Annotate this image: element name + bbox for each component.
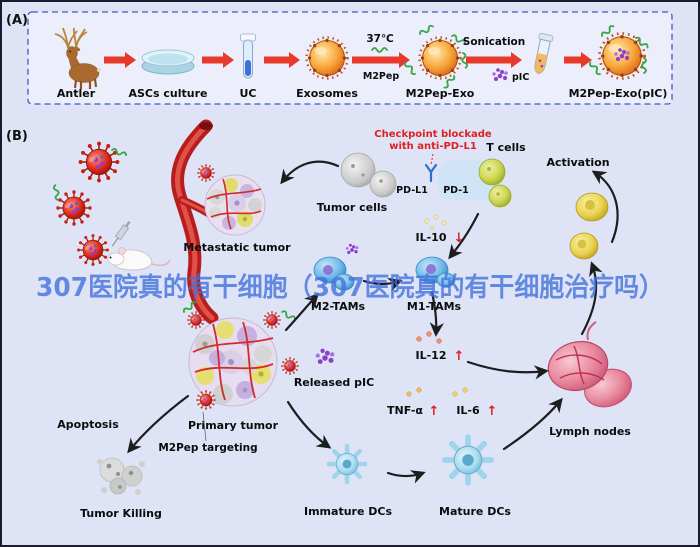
panel-b: (B): [6, 119, 632, 520]
arrow-uc-to-exosomes: [264, 52, 300, 68]
panel-a-tag: (A): [6, 13, 28, 28]
m2pep-targeting-label: M2Pep targeting: [158, 442, 257, 454]
arrow-tcells-to-m1: [448, 212, 480, 260]
checkpoint-label-line2: with anti-PD-L1: [389, 141, 477, 152]
il6-cytokine-dots: [452, 387, 468, 397]
arrow-apoptosis: [127, 394, 190, 454]
tumor-cells-illustration: [340, 152, 397, 198]
petri-dish-illustration: [141, 49, 195, 75]
metastatic-tumor-illustration: [204, 174, 266, 236]
il6-up-arrow: ↑: [487, 404, 498, 419]
checkpoint-pointer-line: [430, 153, 434, 166]
tnf-label: TNF-α: [387, 404, 423, 417]
released-pic-label: Released pIC: [294, 376, 374, 389]
tumor-killing-label: Tumor Killing: [80, 507, 162, 520]
mature-dc-illustration: [445, 437, 491, 483]
targeting-pointer-line: [202, 411, 207, 442]
arrow-tumor-to-m2: [284, 292, 319, 332]
flow-arrows: [127, 160, 619, 484]
tnf-up-arrow: ↑: [429, 404, 440, 419]
m2-tams-label: M2-TAMs: [311, 300, 366, 313]
temperature-label: 37℃: [366, 33, 393, 45]
arrow-tumor-to-immaturedc: [286, 400, 332, 449]
step-label-exosomes: Exosomes: [296, 87, 358, 100]
panel-a-border: [27, 11, 673, 105]
uc-tube-illustration: [240, 33, 256, 79]
step-label-ascs: ASCs culture: [129, 87, 208, 100]
arrow-immature-to-mature: [386, 470, 426, 484]
t-cells-illustration: [478, 158, 512, 208]
il6-label: IL-6: [456, 404, 480, 417]
apoptosis-label: Apoptosis: [57, 418, 119, 431]
watermark-text: 307医院真的有干细胞（307医院真的有干细胞治疗吗）: [36, 272, 664, 303]
arrow-il12-to-lymph: [466, 360, 549, 380]
arrow-to-final-exo: [564, 52, 592, 68]
lymph-nodes-label: Lymph nodes: [549, 425, 631, 438]
arrow-activation: [591, 170, 619, 244]
il10-down-arrow: ↓: [454, 231, 465, 246]
step-label-m2pepexo: M2Pep-Exo: [406, 87, 475, 100]
pdl1-label: PD-L1: [396, 185, 428, 196]
deer-antler-illustration: [54, 27, 101, 89]
activation-label: Activation: [546, 156, 609, 169]
t-cells-label: T cells: [486, 141, 526, 154]
immature-dc-illustration: [329, 446, 365, 482]
lymph-nodes-illustration: [547, 321, 632, 408]
m2pep-label: M2Pep: [363, 71, 399, 82]
eppendorf-tube-illustration: [534, 32, 554, 75]
primary-tumor-illustration: [188, 317, 278, 407]
arrow-m1-to-il12: [429, 290, 444, 337]
arrow-exosomes-to-m2pepexo: [352, 52, 410, 68]
antibody-icon: [424, 163, 438, 183]
pd1-label: PD-1: [443, 185, 469, 196]
panel-a: (A): [6, 11, 673, 105]
syringe-icon: [111, 220, 131, 247]
arrow-sonication: [466, 52, 522, 68]
il10-label: IL-10: [416, 231, 447, 244]
step-label-m2pepexopic: M2Pep-Exo(pIC): [569, 87, 668, 100]
arrow-lymph-to-tcells: [580, 261, 603, 336]
activated-cells-illustration: [569, 192, 609, 260]
m1-tams-illustration: [415, 256, 456, 288]
sonication-label: Sonication: [463, 36, 525, 48]
tumor-killing-illustration: [97, 457, 145, 495]
step-label-antler: Antler: [57, 87, 96, 100]
tumor-cells-label: Tumor cells: [317, 201, 388, 214]
arrow-tumorcells-to-metastatic: [280, 160, 340, 185]
tnf-cytokine-dots: [406, 387, 422, 397]
il12-up-arrow: ↑: [454, 349, 465, 364]
mature-dcs-label: Mature DCs: [439, 505, 511, 518]
step-label-uc: UC: [239, 87, 256, 100]
primary-tumor-label: Primary tumor: [188, 419, 279, 432]
checkpoint-label-line1: Checkpoint blockade: [374, 129, 492, 140]
metastatic-tumor-label: Metastatic tumor: [183, 241, 291, 254]
immature-dcs-label: Immature DCs: [304, 505, 392, 518]
arrow-maturedc-to-lymph: [502, 397, 563, 451]
panel-b-tag: (B): [6, 129, 28, 144]
arrow-m2-to-m1: [362, 277, 403, 292]
il12-label: IL-12: [416, 349, 447, 362]
m2-tams-illustration: [313, 256, 355, 291]
pic-label: pIC: [512, 72, 529, 83]
arrow-ascs-to-uc: [202, 52, 234, 68]
mouse-illustration: [107, 247, 171, 271]
il10-cytokine-dots: [424, 214, 447, 231]
arrow-antler-to-ascs: [104, 52, 136, 68]
